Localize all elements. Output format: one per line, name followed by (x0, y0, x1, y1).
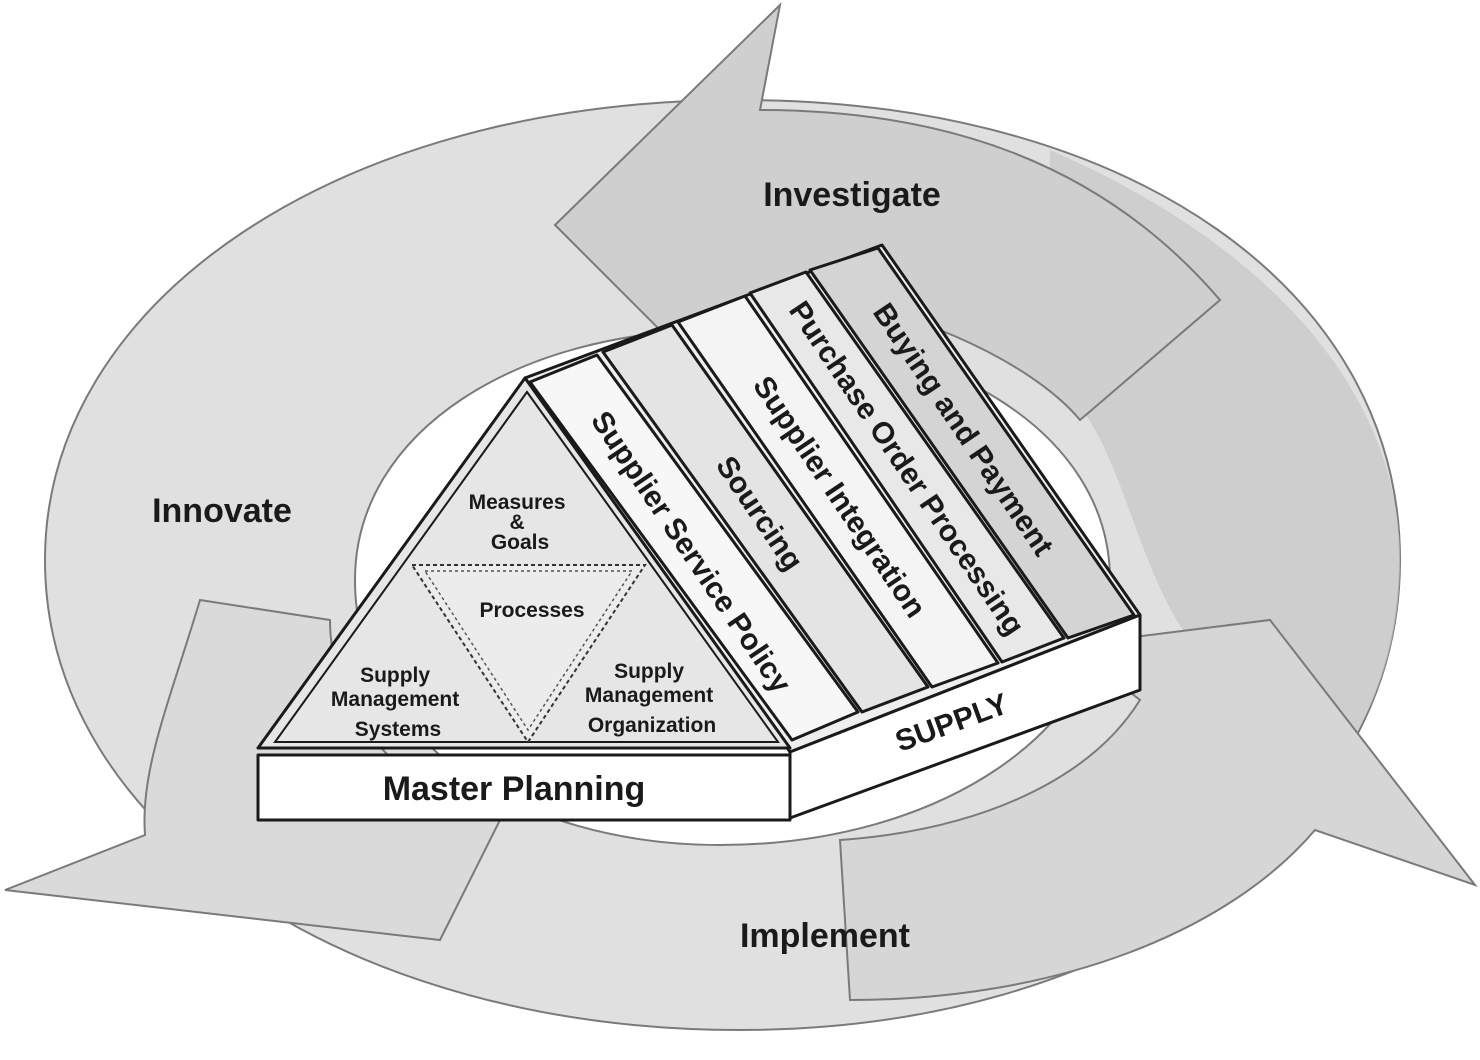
master-planning-label: Master Planning (383, 770, 646, 808)
processes-triangle (410, 564, 647, 744)
stripe-buying-and-payment (808, 246, 1136, 640)
pyramid-front (256, 376, 792, 822)
supply-management-organization-label: Supply Management Organization (585, 660, 719, 737)
smo-line-1: Supply (614, 660, 684, 683)
implement-arrow (838, 618, 1478, 1002)
sms-line-2: Management (331, 688, 459, 711)
implement-label: Implement (740, 917, 910, 955)
ampersand-line: & (509, 511, 524, 534)
stripe-sourcing (601, 323, 930, 714)
sms-line-1: Supply (360, 664, 430, 687)
investigate-label: Investigate (763, 176, 941, 214)
pyramid-triangle (256, 376, 792, 750)
measures-goals-label: Measures & Goals (469, 491, 572, 554)
stripe-purchase-order-processing (748, 270, 1066, 664)
stripe-supplier-integration (676, 294, 1000, 689)
smo-line-3: Organization (588, 714, 716, 737)
master-planning-base (256, 753, 792, 822)
innovate-label: Innovate (152, 492, 292, 530)
measures-line: Measures (469, 491, 566, 514)
goals-line: Goals (491, 531, 549, 554)
smo-line-2: Management (585, 684, 713, 707)
processes-inner-triangle (423, 570, 634, 732)
pyramid-inner-border (273, 390, 780, 743)
sms-line-3: Systems (355, 718, 441, 741)
processes-label: Processes (479, 599, 584, 622)
stripe-supplier-service-policy (528, 353, 860, 742)
supply-management-systems-label: Supply Management Systems (331, 664, 465, 741)
